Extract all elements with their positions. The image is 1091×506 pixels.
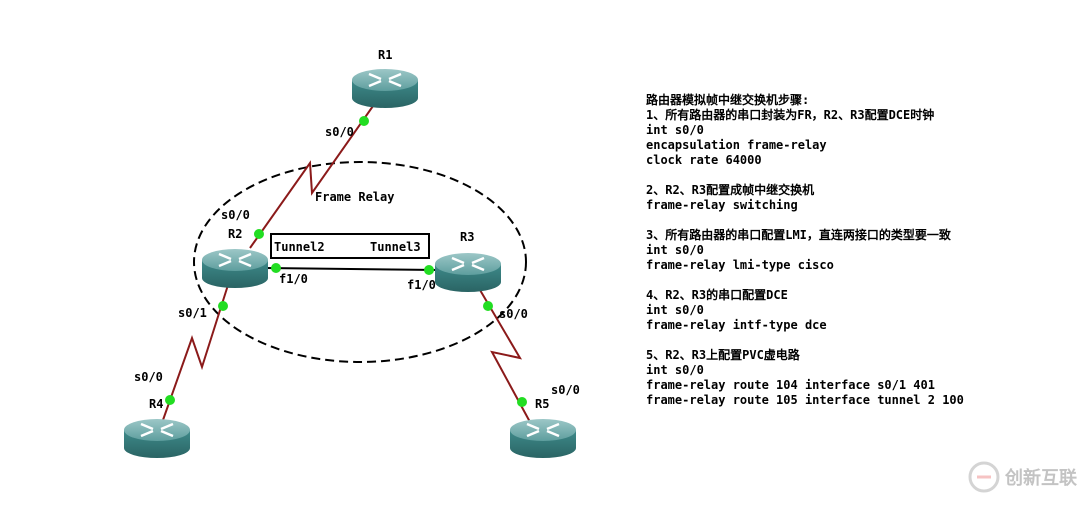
port-dot	[424, 265, 434, 275]
watermark: 创新互联	[967, 460, 1077, 494]
step-line	[646, 273, 964, 288]
port-dot	[483, 301, 493, 311]
step-line: int s0/0	[646, 123, 704, 137]
router-r1[interactable]	[350, 67, 420, 110]
label-r1: R1	[378, 48, 392, 62]
step-line: 2、R2、R3配置成帧中继交换机	[646, 183, 815, 197]
iface-r4-s00: s0/0	[134, 370, 163, 384]
port-dot	[218, 301, 228, 311]
iface-r1-s00: s0/0	[325, 125, 354, 139]
ethernet-link-r2-r3	[265, 267, 439, 271]
iface-r3-f10: f1/0	[407, 278, 436, 292]
step-line: 3、所有路由器的串口配置LMI，直连两接口的类型要一致	[646, 228, 951, 242]
port-dot	[359, 116, 369, 126]
watermark-text: 创新互联	[1005, 468, 1077, 489]
step-line: int s0/0	[646, 243, 704, 257]
serial-link-r1-r2	[249, 105, 374, 249]
label-r3: R3	[460, 230, 474, 244]
step-line: 5、R2、R3上配置PVC虚电路	[646, 348, 800, 362]
tunnel3-label: Tunnel3	[370, 240, 421, 254]
step-line: frame-relay intf-type dce	[646, 318, 827, 332]
serial-link-r3-r5	[479, 289, 531, 423]
step-line: int s0/0	[646, 363, 704, 377]
port-dot	[271, 263, 281, 273]
step-line: frame-relay route 105 interface tunnel 2…	[646, 393, 964, 407]
step-line	[646, 213, 964, 228]
step-line: frame-relay lmi-type cisco	[646, 258, 834, 272]
step-line: 1、所有路由器的串口封装为FR，R2、R3配置DCE时钟	[646, 108, 935, 122]
step-line: frame-relay route 104 interface s0/1 401	[646, 378, 935, 392]
iface-r2-s00: s0/0	[221, 208, 250, 222]
step-line: int s0/0	[646, 303, 704, 317]
port-dot	[517, 397, 527, 407]
port-dot	[254, 229, 264, 239]
iface-r2-s01: s0/1	[178, 306, 207, 320]
frame-relay-label: Frame Relay	[315, 190, 394, 204]
iface-r5-s00: s0/0	[551, 383, 580, 397]
step-line	[646, 168, 964, 183]
router-r2[interactable]	[200, 247, 270, 290]
router-r4[interactable]	[122, 417, 192, 460]
serial-link-r2-r4	[162, 284, 229, 421]
watermark-logo-icon	[968, 461, 1000, 493]
step-line: 路由器模拟帧中继交换机步骤:	[646, 93, 810, 107]
step-line: 4、R2、R3的串口配置DCE	[646, 288, 788, 302]
router-r5[interactable]	[508, 417, 578, 460]
label-r2: R2	[228, 227, 242, 241]
step-line: encapsulation frame-relay	[646, 138, 827, 152]
port-dot	[165, 395, 175, 405]
label-r5: R5	[535, 397, 549, 411]
tunnel-box	[270, 233, 430, 259]
router-r3[interactable]	[433, 251, 503, 294]
label-r4: R4	[149, 397, 163, 411]
config-steps: 路由器模拟帧中继交换机步骤:1、所有路由器的串口封装为FR，R2、R3配置DCE…	[646, 93, 964, 408]
iface-r2-f10: f1/0	[279, 272, 308, 286]
step-line: frame-relay switching	[646, 198, 798, 212]
tunnel2-label: Tunnel2	[274, 240, 325, 254]
frame-relay-cloud	[193, 161, 527, 363]
iface-r3-s00: s0/0	[499, 307, 528, 321]
step-line: clock rate 64000	[646, 153, 762, 167]
step-line	[646, 333, 964, 348]
